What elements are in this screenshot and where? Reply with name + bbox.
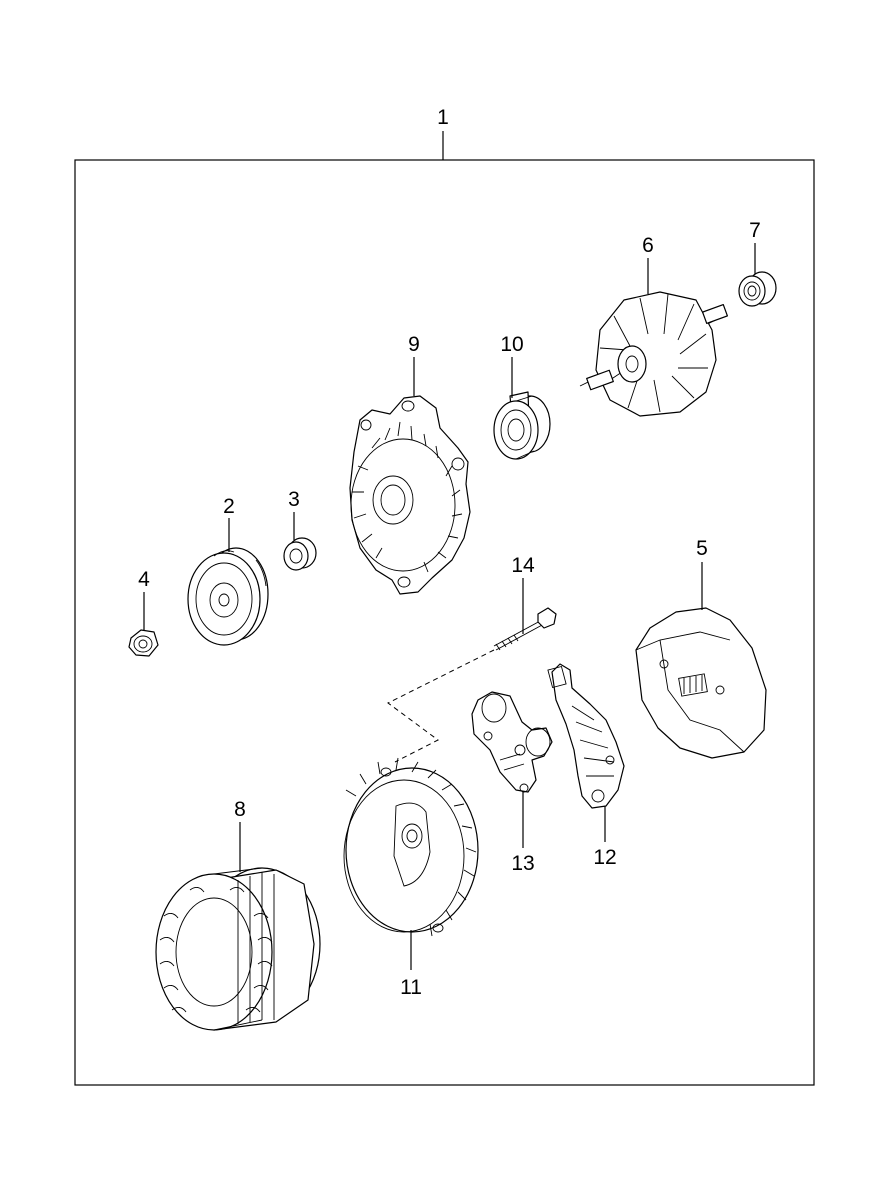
callout-5: 5: [696, 537, 708, 560]
part-4-nut: [128, 629, 159, 657]
callout-6: 6: [642, 234, 654, 257]
callout-9: 9: [408, 333, 420, 356]
part-14-through-bolt: [493, 607, 557, 651]
callout-4: 4: [138, 568, 150, 591]
part-10-bearing: [493, 391, 551, 460]
part-6-rotor: [579, 291, 728, 417]
callout-1: 1: [437, 106, 449, 129]
part-7-rear-bearing: [738, 271, 777, 307]
assembly-frame: [74, 159, 815, 1086]
callout-2: 2: [223, 495, 235, 518]
callout-12: 12: [593, 846, 616, 869]
callout-8: 8: [234, 798, 246, 821]
callout-3: 3: [288, 488, 300, 511]
callout-11: 11: [400, 976, 422, 999]
callout-7: 7: [749, 219, 761, 242]
part-9-front-bracket: [349, 395, 471, 595]
part-5-rear-cover: [635, 607, 767, 759]
part-11-rear-bracket: [343, 757, 479, 937]
part-12-rectifier: [547, 663, 625, 809]
callout-13: 13: [511, 852, 534, 875]
part-2-pulley: [187, 547, 269, 646]
part-13-regulator: [471, 691, 553, 793]
callout-10: 10: [500, 333, 523, 356]
callout-14: 14: [511, 554, 535, 577]
part-3-spacer: [283, 537, 317, 571]
part-8-stator: [155, 867, 321, 1031]
